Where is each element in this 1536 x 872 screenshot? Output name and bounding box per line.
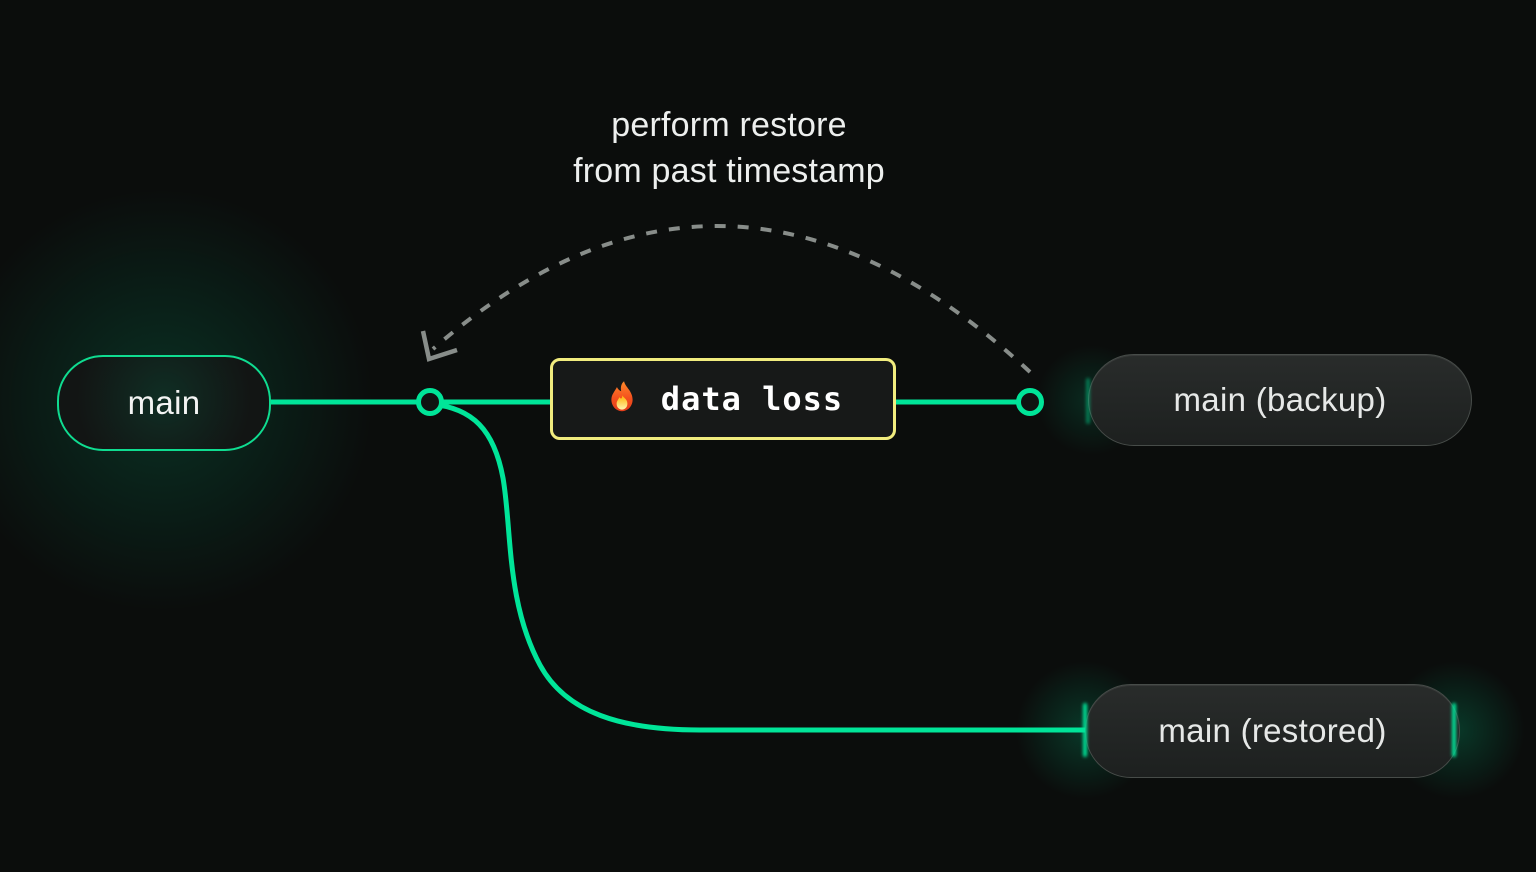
restored-branch-curve [430,401,1088,733]
branch-point-left [416,388,444,416]
restore-caption: perform restore from past timestamp [446,102,1012,194]
node-main-restored-label: main (restored) [1158,712,1387,749]
restore-arrowhead-icon [420,330,458,362]
node-main-backup: main (backup) [1088,354,1472,446]
restore-arc-dashed [431,224,1032,374]
node-main-label: main [127,384,201,421]
node-main-backup-label: main (backup) [1173,381,1387,418]
fire-icon [611,381,633,412]
data-loss-label: data loss [660,380,844,418]
data-loss-box: data loss [550,358,896,440]
restore-caption-line2: from past timestamp [573,152,885,190]
node-main: main [57,355,271,451]
node-main-restored: main (restored) [1085,684,1460,778]
restore-caption-line1: perform restore [611,106,847,144]
branch-point-right [1016,388,1044,416]
